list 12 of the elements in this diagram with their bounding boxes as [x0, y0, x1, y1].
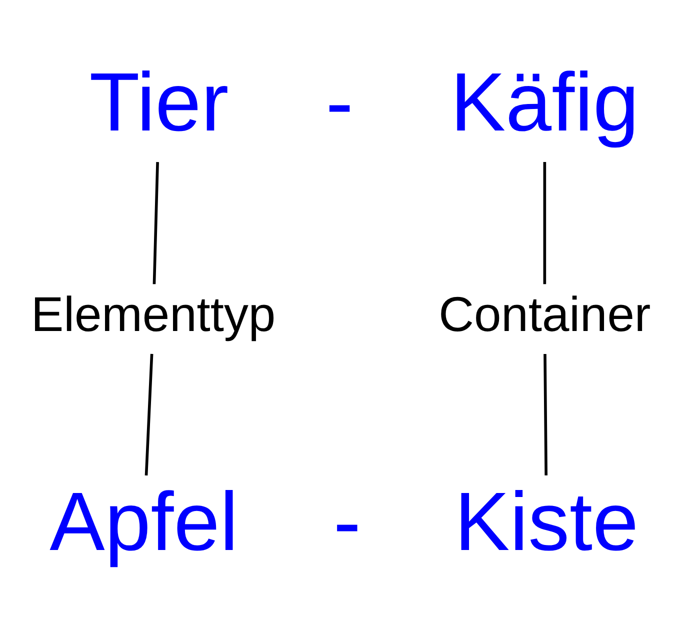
connector	[144, 353, 154, 475]
label: -	[333, 474, 361, 568]
node-text: Apfel	[50, 474, 238, 568]
node-text: Container	[438, 287, 651, 342]
connector	[544, 353, 548, 475]
node-text: Tier	[89, 54, 229, 148]
node-text: Käfig	[450, 54, 640, 148]
node-text: Elementtyp	[30, 287, 276, 342]
node-text: Kiste	[454, 474, 639, 568]
connector	[543, 162, 546, 284]
connector	[152, 161, 159, 284]
label: -	[326, 54, 354, 148]
